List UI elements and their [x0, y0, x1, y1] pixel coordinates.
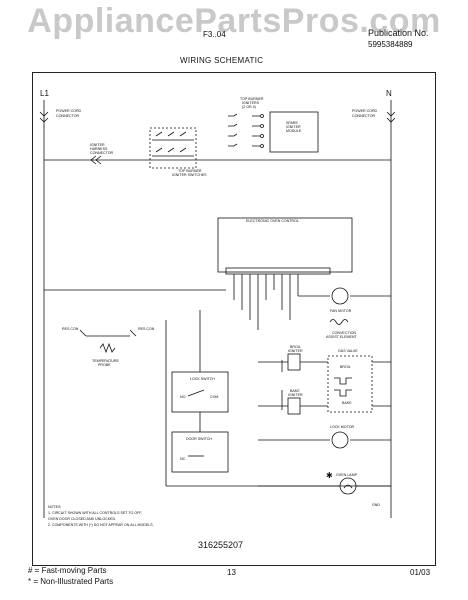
label-gas-valve: GAS VALVE: [338, 349, 358, 353]
label-connector-right: CONNECTOR: [352, 114, 375, 118]
label-power-cord-right: POWER CORD: [352, 109, 378, 113]
power-cord-connector-left: [39, 111, 49, 123]
label-convection-2: ASSIST ELEMENT: [326, 335, 357, 339]
label-lock-motor: LOCK MOTOR: [330, 425, 354, 429]
notes-heading: NOTES:: [48, 505, 61, 509]
rail-label-n: N: [386, 89, 392, 98]
label-oven-lamp: OVEN LAMP: [336, 473, 358, 477]
label-top-burner-switches-2: IGNITER SWITCHES: [172, 173, 207, 177]
lock-switch-contact: [187, 389, 205, 397]
label-igniters-word: IGNITERS: [242, 101, 260, 105]
bake-igniter: [287, 397, 301, 415]
diagram-part-number: 316255207: [198, 540, 244, 550]
igniter-harness-connector: [90, 155, 102, 165]
label-connector-left: CONNECTOR: [56, 114, 79, 118]
label-nc: NC: [180, 457, 186, 461]
label-lock-switch: LOCK SWITCH: [190, 377, 215, 381]
label-temp-probe-1: TEMPERATURE: [92, 359, 119, 363]
convection-element: [329, 319, 349, 325]
label-oven-control: ELECTRONIC OVEN CONTROL: [246, 219, 299, 223]
label-igniters-count: (2 OR 4): [242, 105, 256, 109]
valve-wires: [258, 361, 391, 407]
spark-module: [269, 111, 319, 153]
label-bake: BAKE: [342, 401, 352, 405]
label-igniter-harness-2: HARNESS: [90, 147, 108, 151]
label-com: COM: [210, 395, 218, 399]
label-broil: BROIL: [340, 365, 351, 369]
note-1-continued: OVEN DOOR CLOSED AND UNLOCKED.: [48, 517, 116, 521]
label-gnd: GND: [372, 503, 380, 507]
note-2: 2. COMPONENTS WITH (*) DO NOT APPEAR ON …: [48, 523, 154, 527]
gas-valve: [327, 355, 373, 413]
note-1: 1. CIRCUIT SHOWN WITH ALL CONTROLS SET T…: [48, 511, 142, 515]
top-burner-switches: [149, 127, 197, 169]
label-spark-module-3: MODULE: [286, 129, 302, 133]
non-illustrated-marker: ✱: [326, 471, 333, 480]
label-igniter-harness-1: IGNITER: [90, 143, 105, 147]
publication-number: 5995384889: [368, 40, 413, 49]
revision-date: 01/03: [410, 568, 431, 577]
electronic-oven-control: [217, 217, 353, 273]
label-spark-module-2: IGNITER: [286, 125, 301, 129]
label-convection-1: CONVECTION: [332, 331, 356, 335]
lock-motor: [331, 431, 349, 449]
fan-motor: [331, 287, 349, 305]
watermark: AppliancePartsPros.com: [27, 2, 441, 40]
oven-lamp: [339, 477, 357, 495]
legend-fast-moving: # = Fast-moving Parts: [28, 566, 107, 575]
control-harness-wires: [44, 274, 299, 330]
switch-wires: [165, 310, 391, 487]
power-cord-connector-right: [386, 111, 396, 123]
page-number: 13: [227, 568, 236, 577]
rail-label-l1: L1: [40, 89, 49, 98]
label-res-con-right: RES CON: [138, 327, 155, 331]
label-broil-igniter-1: BROIL: [290, 345, 301, 349]
res-con-connectors: [79, 329, 137, 337]
label-spark-module-1: SPARK: [286, 121, 299, 125]
model-number: F3..04: [203, 30, 226, 39]
label-res-con-left: RES CON: [62, 327, 79, 331]
diagram-frame: [32, 72, 436, 566]
label-door-switch: DOOR SWITCH: [186, 437, 212, 441]
label-fan-motor: FAN MOTOR: [330, 309, 352, 313]
page-title: WIRING SCHEMATIC: [180, 56, 264, 65]
label-top-burner-switches-1: TOP BURNER: [178, 169, 202, 173]
label-broil-igniter-2: IGNITER: [288, 349, 303, 353]
label-top-burner-igniters: TOP BURNER: [240, 97, 264, 101]
label-temp-probe-2: PROBE: [98, 363, 111, 367]
label-no: NO: [180, 395, 186, 399]
publication-label: Publication No.: [368, 28, 429, 38]
oven-lamp-filament: [343, 484, 353, 489]
igniter-electrodes: [228, 113, 264, 148]
legend-non-illustrated: * = Non-Illustrated Parts: [28, 577, 114, 586]
label-bake-igniter-2: IGNITER: [288, 393, 303, 397]
temperature-probe: [99, 342, 116, 354]
label-bake-igniter-1: BAKE: [290, 389, 300, 393]
label-power-cord-left: POWER CORD: [56, 109, 82, 113]
broil-igniter: [287, 353, 301, 371]
valve-coils: [334, 377, 352, 397]
label-igniter-harness-3: CONNECTOR: [90, 151, 113, 155]
control-terminal-strip: [225, 267, 331, 275]
